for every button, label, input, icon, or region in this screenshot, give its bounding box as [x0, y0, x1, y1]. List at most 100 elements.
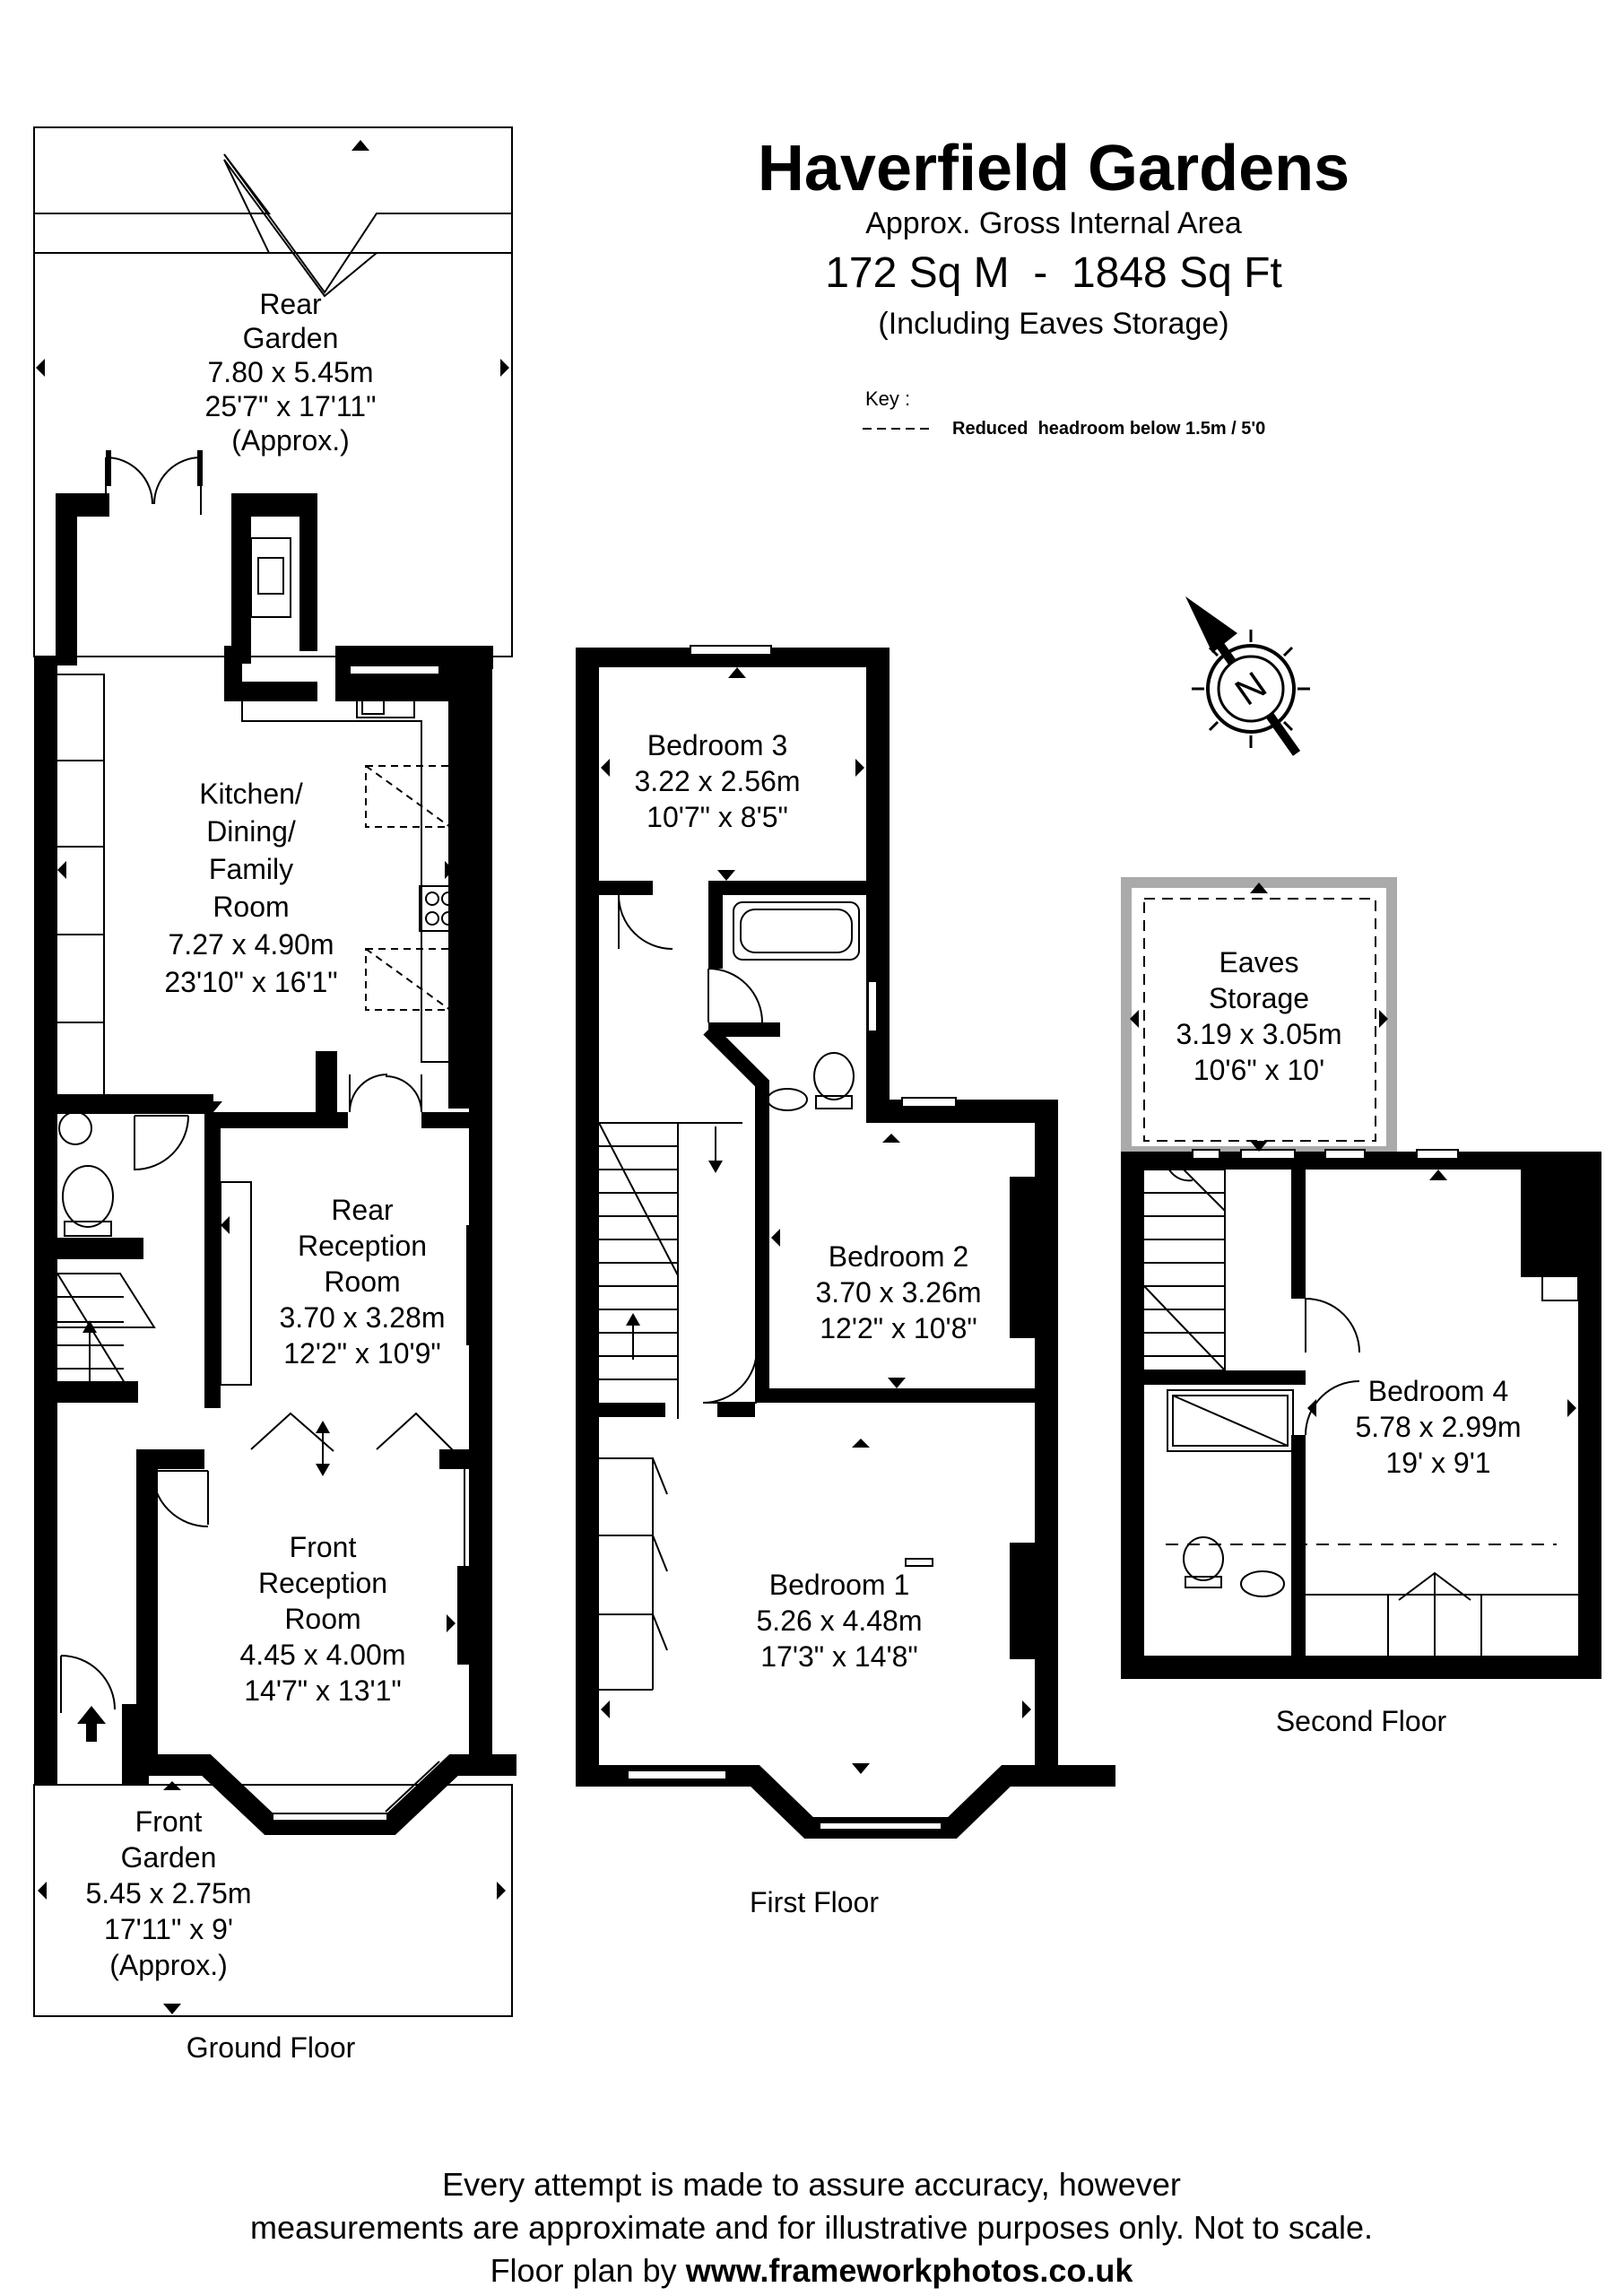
wardrobes [599, 1457, 654, 1691]
reception-doors [349, 1074, 422, 1113]
svg-text:12'2" x 10'8": 12'2" x 10'8" [820, 1312, 977, 1344]
compass-ring [1206, 644, 1296, 734]
svg-text:17'11" x 9': 17'11" x 9' [104, 1913, 233, 1945]
svg-text:Dining/: Dining/ [206, 815, 296, 848]
header: Haverfield Gardens Approx. Gross Interna… [758, 133, 1350, 341]
footer-prefix: Floor plan by [490, 2252, 677, 2289]
svg-text:3.70 x 3.28m: 3.70 x 3.28m [280, 1301, 446, 1334]
bedroom1-label: Bedroom 1 5.26 x 4.48m 17'3" x 14'8" [757, 1569, 923, 1673]
svg-text:17'3" x 14'8": 17'3" x 14'8" [760, 1640, 918, 1673]
kitchen-window [349, 665, 440, 675]
svg-text:Kitchen/: Kitchen/ [199, 778, 303, 810]
ground-dimension-markers [36, 140, 509, 2014]
title: Haverfield Gardens [758, 133, 1350, 204]
skylight-2 [365, 948, 451, 1011]
svg-text:Room: Room [324, 1265, 400, 1298]
kitchen-walls [56, 493, 493, 1109]
svg-text:25'7" x 17'11": 25'7" x 17'11" [205, 390, 377, 422]
svg-text:Garden: Garden [243, 322, 339, 354]
svg-text:(Approx.): (Approx.) [231, 424, 350, 457]
subtitle: Approx. Gross Internal Area [865, 206, 1242, 240]
front-door [60, 1655, 116, 1713]
footer-line-3: Floor plan by www.frameworkphotos.co.uk [490, 2252, 1134, 2289]
svg-text:Bedroom 4: Bedroom 4 [1368, 1375, 1509, 1407]
svg-text:Eaves: Eaves [1219, 946, 1299, 978]
bath-basin [767, 1088, 808, 1111]
rear-reception-label: Rear Reception Room 3.70 x 3.28m 12'2" x… [280, 1194, 446, 1370]
ground-left-wall [34, 657, 57, 1783]
key-dash-text: Reduced headroom below 1.5m / 5'0 [952, 419, 1265, 439]
sink-unit [356, 684, 415, 718]
second-basin [1240, 1570, 1285, 1597]
front-garden-label: Front Garden 5.45 x 2.75m 17'11" x 9' (A… [86, 1805, 252, 1981]
svg-text:Front: Front [135, 1805, 203, 1838]
svg-text:5.78 x 2.99m: 5.78 x 2.99m [1356, 1411, 1522, 1443]
key-label: Key : [865, 387, 910, 410]
bathtub [733, 901, 860, 961]
wc-door [134, 1115, 189, 1171]
svg-text:4.45 x 4.00m: 4.45 x 4.00m [240, 1639, 406, 1671]
bath-door [707, 968, 763, 1023]
svg-text:23'10" x 16'1": 23'10" x 16'1" [164, 966, 337, 998]
footer-url[interactable]: www.frameworkphotos.co.uk [685, 2252, 1134, 2289]
fireplace-rear [466, 1225, 491, 1345]
second-wardrobes [1306, 1594, 1578, 1656]
wc-toilet [62, 1165, 114, 1228]
svg-text:Front: Front [290, 1531, 357, 1563]
second-toilet [1183, 1536, 1224, 1581]
svg-text:3.19 x 3.05m: 3.19 x 3.05m [1176, 1018, 1342, 1050]
wc-basin [58, 1111, 92, 1145]
kitchen-label: Kitchen/ Dining/ Family Room 7.27 x 4.90… [164, 778, 337, 998]
entrance-arrow [77, 1706, 106, 1742]
svg-text:7.80 x 5.45m: 7.80 x 5.45m [208, 356, 374, 388]
area-note: (Including Eaves Storage) [878, 307, 1228, 341]
sink-upper [257, 557, 284, 595]
front-garden-boundary [33, 1784, 513, 2017]
svg-text:Rear: Rear [259, 288, 322, 320]
front-reception-door [152, 1470, 209, 1527]
svg-text:Rear: Rear [331, 1194, 394, 1226]
svg-text:Reception: Reception [258, 1567, 387, 1599]
compass-dial [1217, 655, 1285, 723]
second-floor-caption: Second Floor [1276, 1705, 1447, 1737]
ground-stairs [56, 1273, 156, 1391]
ground-floor: Rear Garden 7.80 x 5.45m 25'7" x 17'11" … [33, 126, 516, 2064]
svg-text:Room: Room [213, 891, 289, 923]
rear-garden-boundary [33, 126, 513, 657]
svg-text:19' x 9'1: 19' x 9'1 [1385, 1447, 1490, 1479]
svg-text:14'7" x 13'1": 14'7" x 13'1" [244, 1674, 402, 1707]
skylight-1 [365, 765, 451, 828]
side-cupboards [57, 674, 105, 1109]
svg-text:Bedroom 1: Bedroom 1 [769, 1569, 910, 1601]
second-stairs [1143, 1169, 1226, 1371]
eaves-label: Eaves Storage 3.19 x 3.05m 10'6" x 10' [1176, 946, 1342, 1086]
bedroom4-label: Bedroom 4 5.78 x 2.99m 19' x 9'1 [1356, 1375, 1522, 1479]
eaves-outline [1121, 877, 1397, 1157]
svg-text:Bedroom 2: Bedroom 2 [829, 1240, 969, 1273]
rear-garden-label: Rear Garden 7.80 x 5.45m 25'7" x 17'11" … [205, 288, 377, 457]
svg-text:Room: Room [284, 1603, 360, 1635]
bath-toilet [813, 1052, 855, 1100]
hob [419, 885, 462, 932]
svg-text:3.22 x 2.56m: 3.22 x 2.56m [635, 765, 801, 797]
key: Key : Reduced headroom below 1.5m / 5'0 [863, 387, 1265, 439]
svg-text:Reception: Reception [298, 1230, 427, 1262]
svg-text:10'7" x 8'5": 10'7" x 8'5" [647, 801, 788, 833]
garden-french-doors [105, 457, 202, 515]
compass-arrowhead [1185, 596, 1237, 653]
front-reception-label: Front Reception Room 4.45 x 4.00m 14'7" … [240, 1531, 406, 1707]
bathroom-angled-wall [703, 1024, 769, 1116]
sink-unit-upper [250, 537, 291, 618]
svg-text:Garden: Garden [121, 1841, 217, 1874]
compass: N [1185, 596, 1310, 756]
first-floor: Bedroom 3 3.22 x 2.56m 10'7" x 8'5" Bedr… [576, 645, 1115, 1918]
garden-zigzag [33, 153, 513, 298]
bedroom3-label: Bedroom 3 3.22 x 2.56m 10'7" x 8'5" [635, 729, 801, 833]
bedroom2-label: Bedroom 2 3.70 x 3.26m 12'2" x 10'8" [816, 1240, 982, 1344]
svg-text:(Approx.): (Approx.) [109, 1949, 228, 1981]
front-reception-double-doors [250, 1412, 455, 1452]
svg-text:12'2" x 10'9": 12'2" x 10'9" [283, 1337, 441, 1370]
footer: Every attempt is made to assure accuracy… [250, 2166, 1373, 2289]
svg-text:5.45 x 2.75m: 5.45 x 2.75m [86, 1877, 252, 1909]
